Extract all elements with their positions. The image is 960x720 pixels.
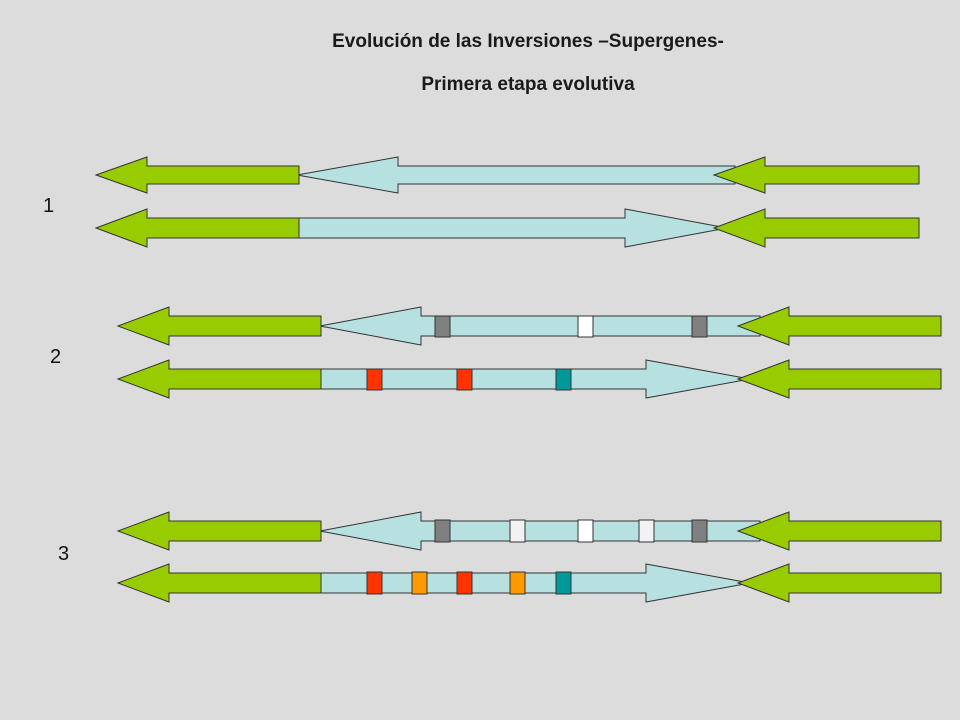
marker-red xyxy=(366,571,383,595)
flank-arrow-right xyxy=(736,359,942,399)
marker-gray xyxy=(691,315,708,338)
marker-gray xyxy=(691,519,708,543)
flank-arrow-left xyxy=(116,563,322,603)
row-3-lower-chromosome xyxy=(116,563,942,603)
marker-light xyxy=(638,519,655,543)
row-2-upper-chromosome xyxy=(116,306,942,346)
marker-red xyxy=(366,368,383,391)
row-1-lower-chromosome xyxy=(94,208,920,248)
diagram-title: Evolución de las Inversiones –Supergenes… xyxy=(332,31,724,52)
marker-light xyxy=(509,519,526,543)
flank-arrow-right xyxy=(736,306,942,346)
flank-arrow-right xyxy=(712,208,920,248)
flank-arrow-right xyxy=(736,511,942,551)
marker-red xyxy=(456,368,473,391)
diagram-subtitle: Primera etapa evolutiva xyxy=(421,74,635,95)
marker-white xyxy=(577,315,594,338)
row-label-1: 1 xyxy=(43,195,55,217)
flank-arrow-left xyxy=(116,359,322,399)
row-2-lower-chromosome xyxy=(116,359,942,399)
row-label-2: 2 xyxy=(50,346,62,368)
flank-arrow-right xyxy=(736,563,942,603)
inversion-arrow-right xyxy=(286,208,728,248)
marker-teal xyxy=(555,571,572,595)
marker-gray xyxy=(434,519,451,543)
inversion-arrow-right xyxy=(305,359,751,399)
row-label-3: 3 xyxy=(58,543,70,565)
flank-arrow-left xyxy=(94,156,300,194)
inversion-arrow-left xyxy=(296,156,736,194)
flank-arrow-left xyxy=(94,208,300,248)
marker-orange xyxy=(411,571,428,595)
marker-teal xyxy=(555,368,572,391)
flank-arrow-left xyxy=(116,511,322,551)
flank-arrow-left xyxy=(116,306,322,346)
flank-arrow-right xyxy=(712,156,920,194)
row-3-upper-chromosome xyxy=(116,511,942,551)
marker-white xyxy=(577,519,594,543)
marker-orange xyxy=(509,571,526,595)
marker-gray xyxy=(434,315,451,338)
row-1-upper-chromosome xyxy=(94,156,920,194)
marker-red xyxy=(456,571,473,595)
